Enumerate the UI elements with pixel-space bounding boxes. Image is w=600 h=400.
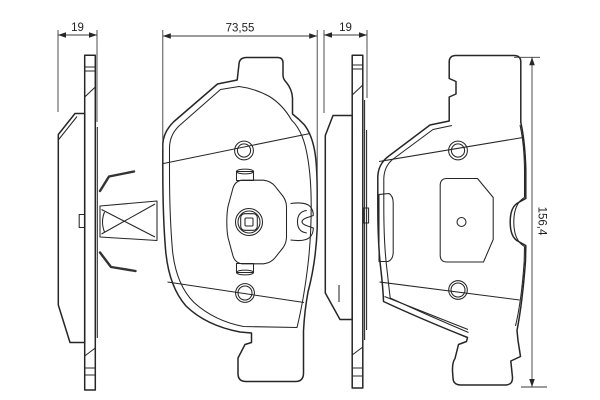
sensor-hole-lower-outer (448, 280, 468, 300)
contact-plate-dot (456, 216, 467, 228)
friction-chamfer-line (57, 116, 78, 141)
backplate-tab-marks (84, 66, 96, 376)
friction-shim-outline (383, 124, 469, 333)
guide-bore-outer (234, 207, 264, 237)
piston-clip-outline (226, 179, 288, 265)
guide-square-inner (244, 217, 254, 227)
extension-lines (514, 56, 547, 388)
piston-contact-plate (439, 177, 494, 263)
dimension-value: 156,4 (536, 207, 548, 236)
spring-wire-lower (98, 251, 137, 273)
clip-tab-bottom (235, 262, 255, 274)
extension-lines (323, 30, 368, 113)
front-view-right-pad (377, 54, 527, 386)
shim-right-edge-lower (514, 246, 526, 327)
sensor-hole-upper-outer (448, 140, 468, 161)
backplate-edge (351, 54, 364, 389)
dimension-width: 73,55 (162, 23, 318, 205)
sensor-hole-upper-inner (450, 143, 466, 158)
arrow-right (309, 33, 318, 39)
arrow-top (529, 57, 535, 66)
arrow-left (324, 32, 332, 38)
edge-damper-clip (290, 202, 314, 242)
dimension-value: 19 (339, 22, 352, 34)
front-view-left-pad (162, 56, 318, 383)
clip-tab-top (235, 170, 255, 182)
sensor-hole-lower-inner (450, 282, 466, 298)
backplate-tab-marks (351, 64, 364, 377)
extension-lines (57, 30, 98, 122)
retainer-notch (78, 213, 86, 229)
arrow-right (89, 32, 97, 38)
chamfer-line-lower (379, 281, 520, 301)
chamfer-line-upper (163, 132, 311, 165)
arrow-left (162, 33, 171, 39)
guide-bore-inner (237, 210, 261, 234)
sensor-hole-upper-inner (236, 143, 252, 158)
damper-clip-edge (362, 207, 370, 224)
arrow-right (359, 32, 367, 38)
clip-tab-top-cap (235, 168, 255, 175)
dimension-value: 19 (71, 22, 84, 34)
dimension-value: 73,55 (226, 23, 255, 35)
backplate-outline (162, 56, 318, 383)
arrow-left (58, 32, 66, 38)
extension-lines (162, 30, 318, 205)
edge-damper-clip-inner (296, 209, 307, 234)
sensor-hole-lower-outer (235, 283, 255, 303)
clip-tab-bottom-cap (235, 269, 255, 276)
dimension-right-thickness: 19 (323, 22, 368, 113)
backplate-edge (83, 54, 97, 391)
edge-damper-clip-inner (513, 197, 525, 247)
dimension-left-thickness: 19 (57, 22, 98, 122)
dimension-height: 156,4 (514, 56, 548, 388)
bottom-slope-inner (384, 296, 469, 330)
sensor-hole-upper-outer (234, 140, 254, 161)
sensor-hole-lower-inner (237, 285, 253, 301)
backplate-outline (377, 54, 527, 386)
shim-right-edge-upper (519, 124, 526, 198)
arrow-bottom (529, 379, 535, 387)
friction-material-edge (324, 114, 353, 321)
secondary-contact-plate (378, 192, 394, 263)
guide-square-outer (240, 213, 258, 231)
right-side-view (324, 54, 370, 389)
friction-shim-outline (168, 85, 312, 329)
piston-clip-side (99, 200, 158, 242)
friction-material-edge (57, 112, 86, 344)
left-side-view (57, 54, 158, 391)
spring-wire-upper (98, 170, 136, 193)
shim-edge-lines (364, 100, 368, 340)
